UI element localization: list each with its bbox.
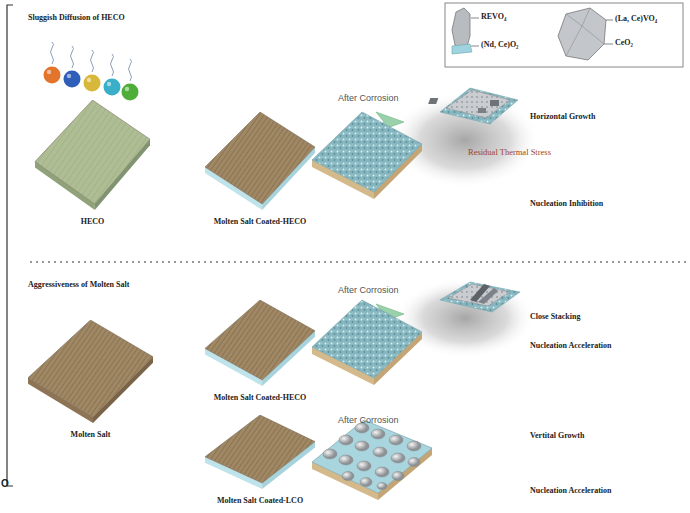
step-label: After Corrosion xyxy=(338,416,399,426)
plate-face xyxy=(205,112,315,204)
plate-label: HECO xyxy=(32,218,153,227)
plate-label: Molten Salt Coated-LCO xyxy=(202,497,318,506)
panel-mark: O xyxy=(1,478,9,489)
plate-face xyxy=(28,320,153,417)
legend-label: (La, Ce)VO₄ xyxy=(615,14,657,23)
sample-plate: HECO xyxy=(32,100,153,227)
annotation: Vertital Growth xyxy=(530,432,584,441)
plate-face xyxy=(35,100,150,204)
section-heading: Aggressiveness of Molten Salt xyxy=(28,281,129,290)
plate-face xyxy=(205,415,315,483)
sample-plate: Molten Salt Coated-HECO xyxy=(202,112,318,227)
plate-shape xyxy=(202,415,318,491)
annotation: Close Stacking xyxy=(530,313,580,322)
plate-face xyxy=(205,300,315,380)
legend-entry: (La, Ce)VO₄ xyxy=(615,15,657,24)
section-heading: Sluggish Diffusion of HECO xyxy=(28,14,125,23)
plate-label: Molten Salt xyxy=(25,431,156,440)
annotation: Nucleation Inhibition xyxy=(530,200,603,209)
legend-entry: CeO₂ xyxy=(615,39,633,48)
annotation: Nucleation Acceleration xyxy=(530,487,612,496)
sample-plate: Molten Salt xyxy=(25,320,156,440)
plate-shape xyxy=(32,100,153,212)
legend-entry: (Nd, Ce)O₂ xyxy=(481,41,519,50)
plate-label: Molten Salt Coated-HECO xyxy=(202,394,318,403)
plate-shape xyxy=(202,112,318,212)
step-label: After Corrosion xyxy=(338,94,399,104)
legend-label: CeO₂ xyxy=(615,38,633,47)
stress-annotation: Residual Thermal Stress xyxy=(468,148,551,157)
plate-shape xyxy=(202,300,318,388)
annotation: Horizontal Growth xyxy=(530,113,595,122)
annotation: Nucleation Acceleration xyxy=(530,342,612,351)
legend-entry: REVO₄ xyxy=(481,13,506,22)
step-label: After Corrosion xyxy=(338,286,399,296)
legend-label: (Nd, Ce)O₂ xyxy=(481,40,519,49)
sample-plate: Molten Salt Coated-LCO xyxy=(202,415,318,506)
sample-plate: Molten Salt Coated-HECO xyxy=(202,300,318,403)
legend-label: REVO₄ xyxy=(481,12,506,21)
plate-label: Molten Salt Coated-HECO xyxy=(202,218,318,227)
plate-shape xyxy=(25,320,156,425)
